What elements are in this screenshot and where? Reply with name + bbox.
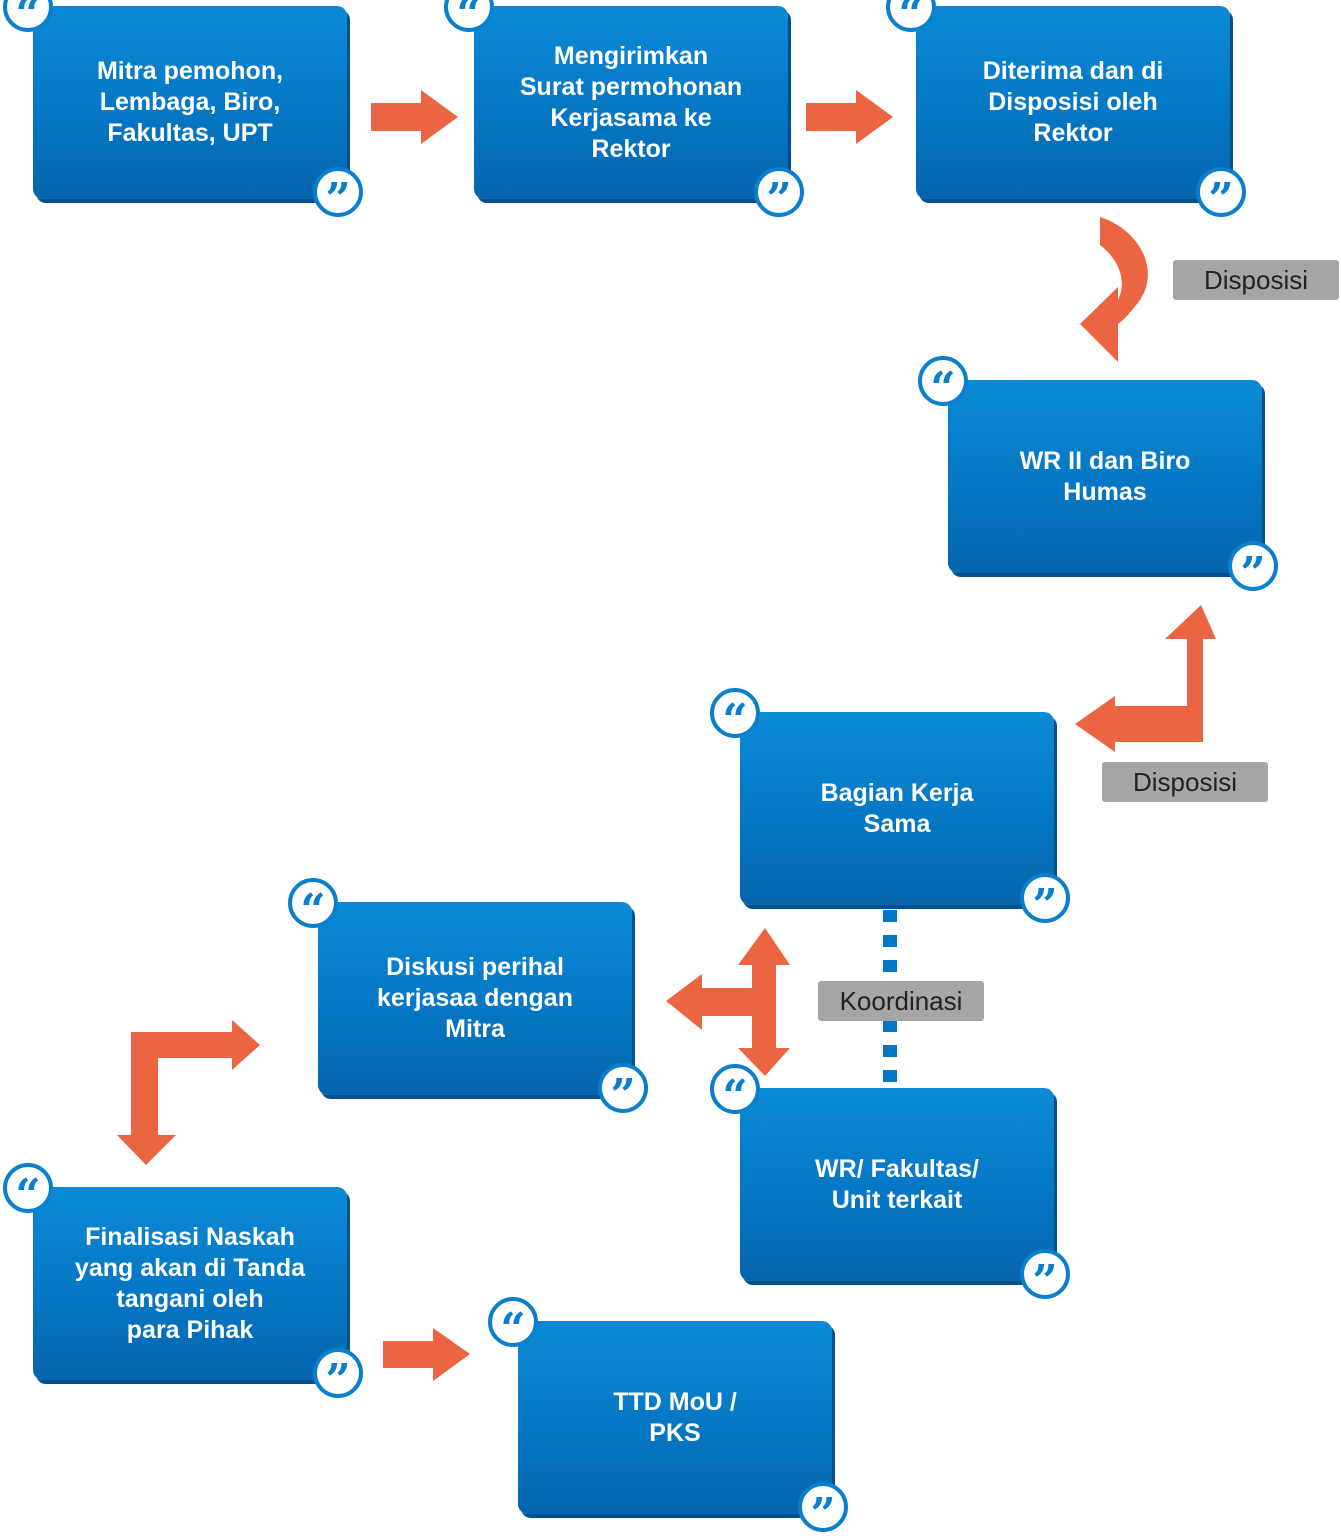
koordinasi-dotted-line: [883, 910, 897, 1082]
quote-open-icon: “: [710, 688, 760, 743]
node-mitra: “ Mitra pemohon, Lembaga, Biro, Fakultas…: [3, 0, 363, 222]
node-ttd: “ TTD MoU / PKS ”: [488, 1297, 848, 1537]
node-rektor: “ Diterima dan di Disposisi oleh Rektor …: [886, 0, 1246, 222]
node-label: WR II dan Biro Humas: [1019, 446, 1191, 506]
quote-close-icon: ”: [313, 167, 363, 222]
node-label: TTD MoU / PKS: [613, 1387, 737, 1447]
quote-open-icon: “: [3, 1163, 53, 1218]
arrow-rektor-to-wr2: [1080, 217, 1148, 362]
node-label: Diskusi perihal kerjasaa dengan Mitra: [377, 953, 573, 1043]
arrow-finalisasi-to-ttd: [383, 1328, 470, 1381]
tag-disposisi-1: Disposisi: [1173, 260, 1339, 300]
node-diskusi: “ Diskusi perihal kerjasaa dengan Mitra …: [288, 878, 648, 1118]
node-label: Mitra pemohon, Lembaga, Biro, Fakultas, …: [96, 57, 284, 147]
node-label: WR/ Fakultas/ Unit terkait: [815, 1154, 979, 1214]
quote-open-icon: “: [488, 1297, 538, 1352]
quote-close-icon: ”: [1020, 873, 1070, 928]
node-finalisasi: “ Finalisasi Naskah yang akan di Tanda t…: [3, 1163, 363, 1403]
arrow-mitra-to-surat: [371, 90, 458, 144]
tag-koordinasi: Koordinasi: [818, 981, 984, 1021]
quote-close-icon: ”: [1228, 541, 1278, 596]
arrow-surat-to-rektor: [806, 90, 893, 144]
quote-close-icon: ”: [798, 1482, 848, 1537]
node-surat: “ Mengirimkan Surat permohonan Kerjasama…: [444, 0, 804, 222]
node-wr2: “ WR II dan Biro Humas ”: [918, 356, 1278, 596]
arrow-bks-diskusi-wr: [666, 928, 790, 1076]
node-wr-fakultas: “ WR/ Fakultas/ Unit terkait ”: [710, 1064, 1070, 1304]
arrow-diskusi-to-finalisasi: [117, 1020, 260, 1165]
node-label: Mengirimkan Surat permohonan Kerjasama k…: [519, 41, 743, 163]
quote-open-icon: “: [288, 878, 338, 933]
quote-close-icon: ”: [1196, 167, 1246, 222]
quote-close-icon: ”: [313, 1348, 363, 1403]
arrow-bks-to-wr2: [1075, 605, 1216, 752]
quote-open-icon: “: [710, 1064, 760, 1119]
node-bks: “ Bagian Kerja Sama ”: [710, 688, 1070, 928]
node-label: Finalisasi Naskah yang akan di Tanda tan…: [74, 1222, 306, 1344]
quote-open-icon: “: [918, 356, 968, 411]
node-label: Diterima dan di Disposisi oleh Rektor: [982, 57, 1164, 147]
quote-close-icon: ”: [1020, 1249, 1070, 1304]
node-label: Bagian Kerja Sama: [820, 778, 974, 838]
quote-close-icon: ”: [754, 167, 804, 222]
tag-disposisi-2: Disposisi: [1102, 762, 1268, 802]
quote-close-icon: ”: [598, 1063, 648, 1118]
